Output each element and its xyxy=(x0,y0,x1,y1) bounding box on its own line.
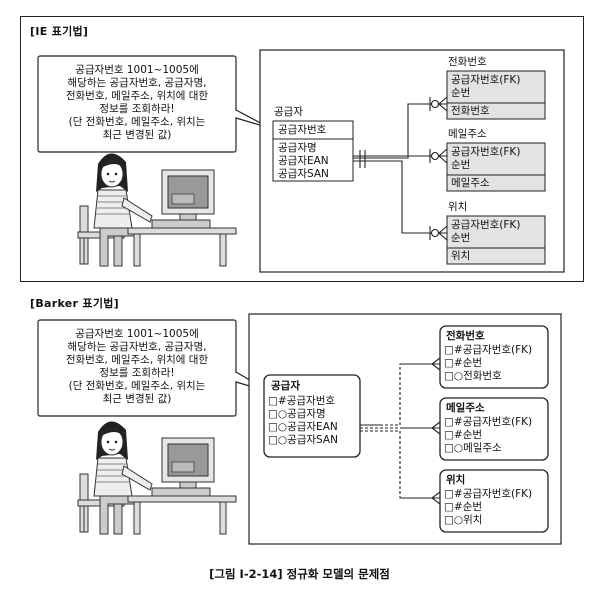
ie-email-entity xyxy=(446,142,546,192)
ie-bubble-line-2: 해당하는 공급자번호, 공급자명, xyxy=(67,77,207,89)
ie-phone-attr: 전화번호 xyxy=(451,105,490,117)
ie-email-name: 메일주소 xyxy=(448,128,487,140)
ie-location-entity xyxy=(446,215,546,265)
ie-location-name: 위치 xyxy=(448,201,468,213)
ie-location-key: 공급자번호(FK) xyxy=(451,219,521,231)
ie-phone-entity xyxy=(446,70,546,120)
barker-supplier-name: 공급자 xyxy=(271,380,300,392)
barker-email-entity xyxy=(439,397,549,461)
ie-supplier-attr: 공급자SAN xyxy=(278,168,329,180)
barker-email-row: □#순번 xyxy=(444,429,483,441)
ie-email-attr: 메일주소 xyxy=(451,177,490,189)
barker-bubble-line-1: 공급자번호 1001~1005에 xyxy=(75,328,199,340)
ie-email-key: 순번 xyxy=(451,159,471,171)
barker-supplier-row: □○공급자EAN xyxy=(268,421,338,433)
barker-bubble-line-6: 최근 변경된 값) xyxy=(102,393,172,405)
barker-bubble-line-4: 정보를 조회하라! xyxy=(99,367,175,379)
barker-phone-name: 전화번호 xyxy=(446,330,485,342)
ie-email-key: 공급자번호(FK) xyxy=(451,146,521,158)
ie-bubble-line-4: 정보를 조회하라! xyxy=(99,103,175,115)
barker-phone-row: □#공급자번호(FK) xyxy=(444,344,533,356)
barker-location-row: □○위치 xyxy=(444,514,483,526)
ie-bubble-line-1: 공급자번호 1001~1005에 xyxy=(75,64,199,76)
ie-supplier-attr: 공급자EAN xyxy=(278,155,329,167)
barker-location-name: 위치 xyxy=(446,474,466,486)
barker-panel-title: [Barker 표기법] xyxy=(30,297,119,310)
barker-phone-entity xyxy=(439,325,549,389)
barker-supplier-row: □#공급자번호 xyxy=(268,395,336,407)
barker-location-row: □#순번 xyxy=(444,501,483,513)
barker-email-row: □○메일주소 xyxy=(444,442,502,454)
ie-phone-name: 전화번호 xyxy=(448,56,487,68)
ie-supplier-entity xyxy=(272,120,354,182)
ie-bubble-line-6: 최근 변경된 값) xyxy=(102,129,172,141)
ie-supplier-key: 공급자번호 xyxy=(278,124,327,136)
ie-relationships xyxy=(353,96,448,241)
ie-panel-title: [IE 표기법] xyxy=(30,25,89,38)
ie-supplier-name: 공급자 xyxy=(274,106,303,118)
barker-phone-row: □○전화번호 xyxy=(444,370,502,382)
barker-email-row: □#공급자번호(FK) xyxy=(444,416,533,428)
barker-bubble-line-5: (단 전화번호, 메일주소, 위치는 xyxy=(68,380,206,392)
ie-location-key: 순번 xyxy=(451,232,471,244)
barker-location-row: □#공급자번호(FK) xyxy=(444,488,533,500)
barker-supplier-row: □○공급자SAN xyxy=(268,434,338,446)
barker-bubble-line-2: 해당하는 공급자번호, 공급자명, xyxy=(67,341,207,353)
barker-supplier-row: □○공급자명 xyxy=(268,408,326,420)
barker-bubble-line-3: 전화번호, 메일주소, 위치에 대한 xyxy=(65,354,209,366)
barker-phone-row: □#순번 xyxy=(444,357,483,369)
ie-phone-key: 순번 xyxy=(451,87,471,99)
barker-user-illustration xyxy=(77,420,237,535)
barker-supplier-entity xyxy=(263,374,361,458)
ie-phone-key: 공급자번호(FK) xyxy=(451,74,521,86)
barker-location-entity xyxy=(439,469,549,533)
ie-location-attr: 위치 xyxy=(451,250,471,262)
figure-caption: [그림 Ⅰ-2-14] 정규화 모델의 문제점 xyxy=(209,567,390,581)
barker-email-name: 메일주소 xyxy=(446,402,485,414)
ie-bubble-line-5: (단 전화번호, 메일주소, 위치는 xyxy=(68,116,206,128)
ie-user-illustration xyxy=(77,152,237,267)
ie-supplier-attr: 공급자명 xyxy=(278,142,317,154)
barker-relationships xyxy=(360,357,441,505)
ie-bubble-line-3: 전화번호, 메일주소, 위치에 대한 xyxy=(65,90,209,102)
